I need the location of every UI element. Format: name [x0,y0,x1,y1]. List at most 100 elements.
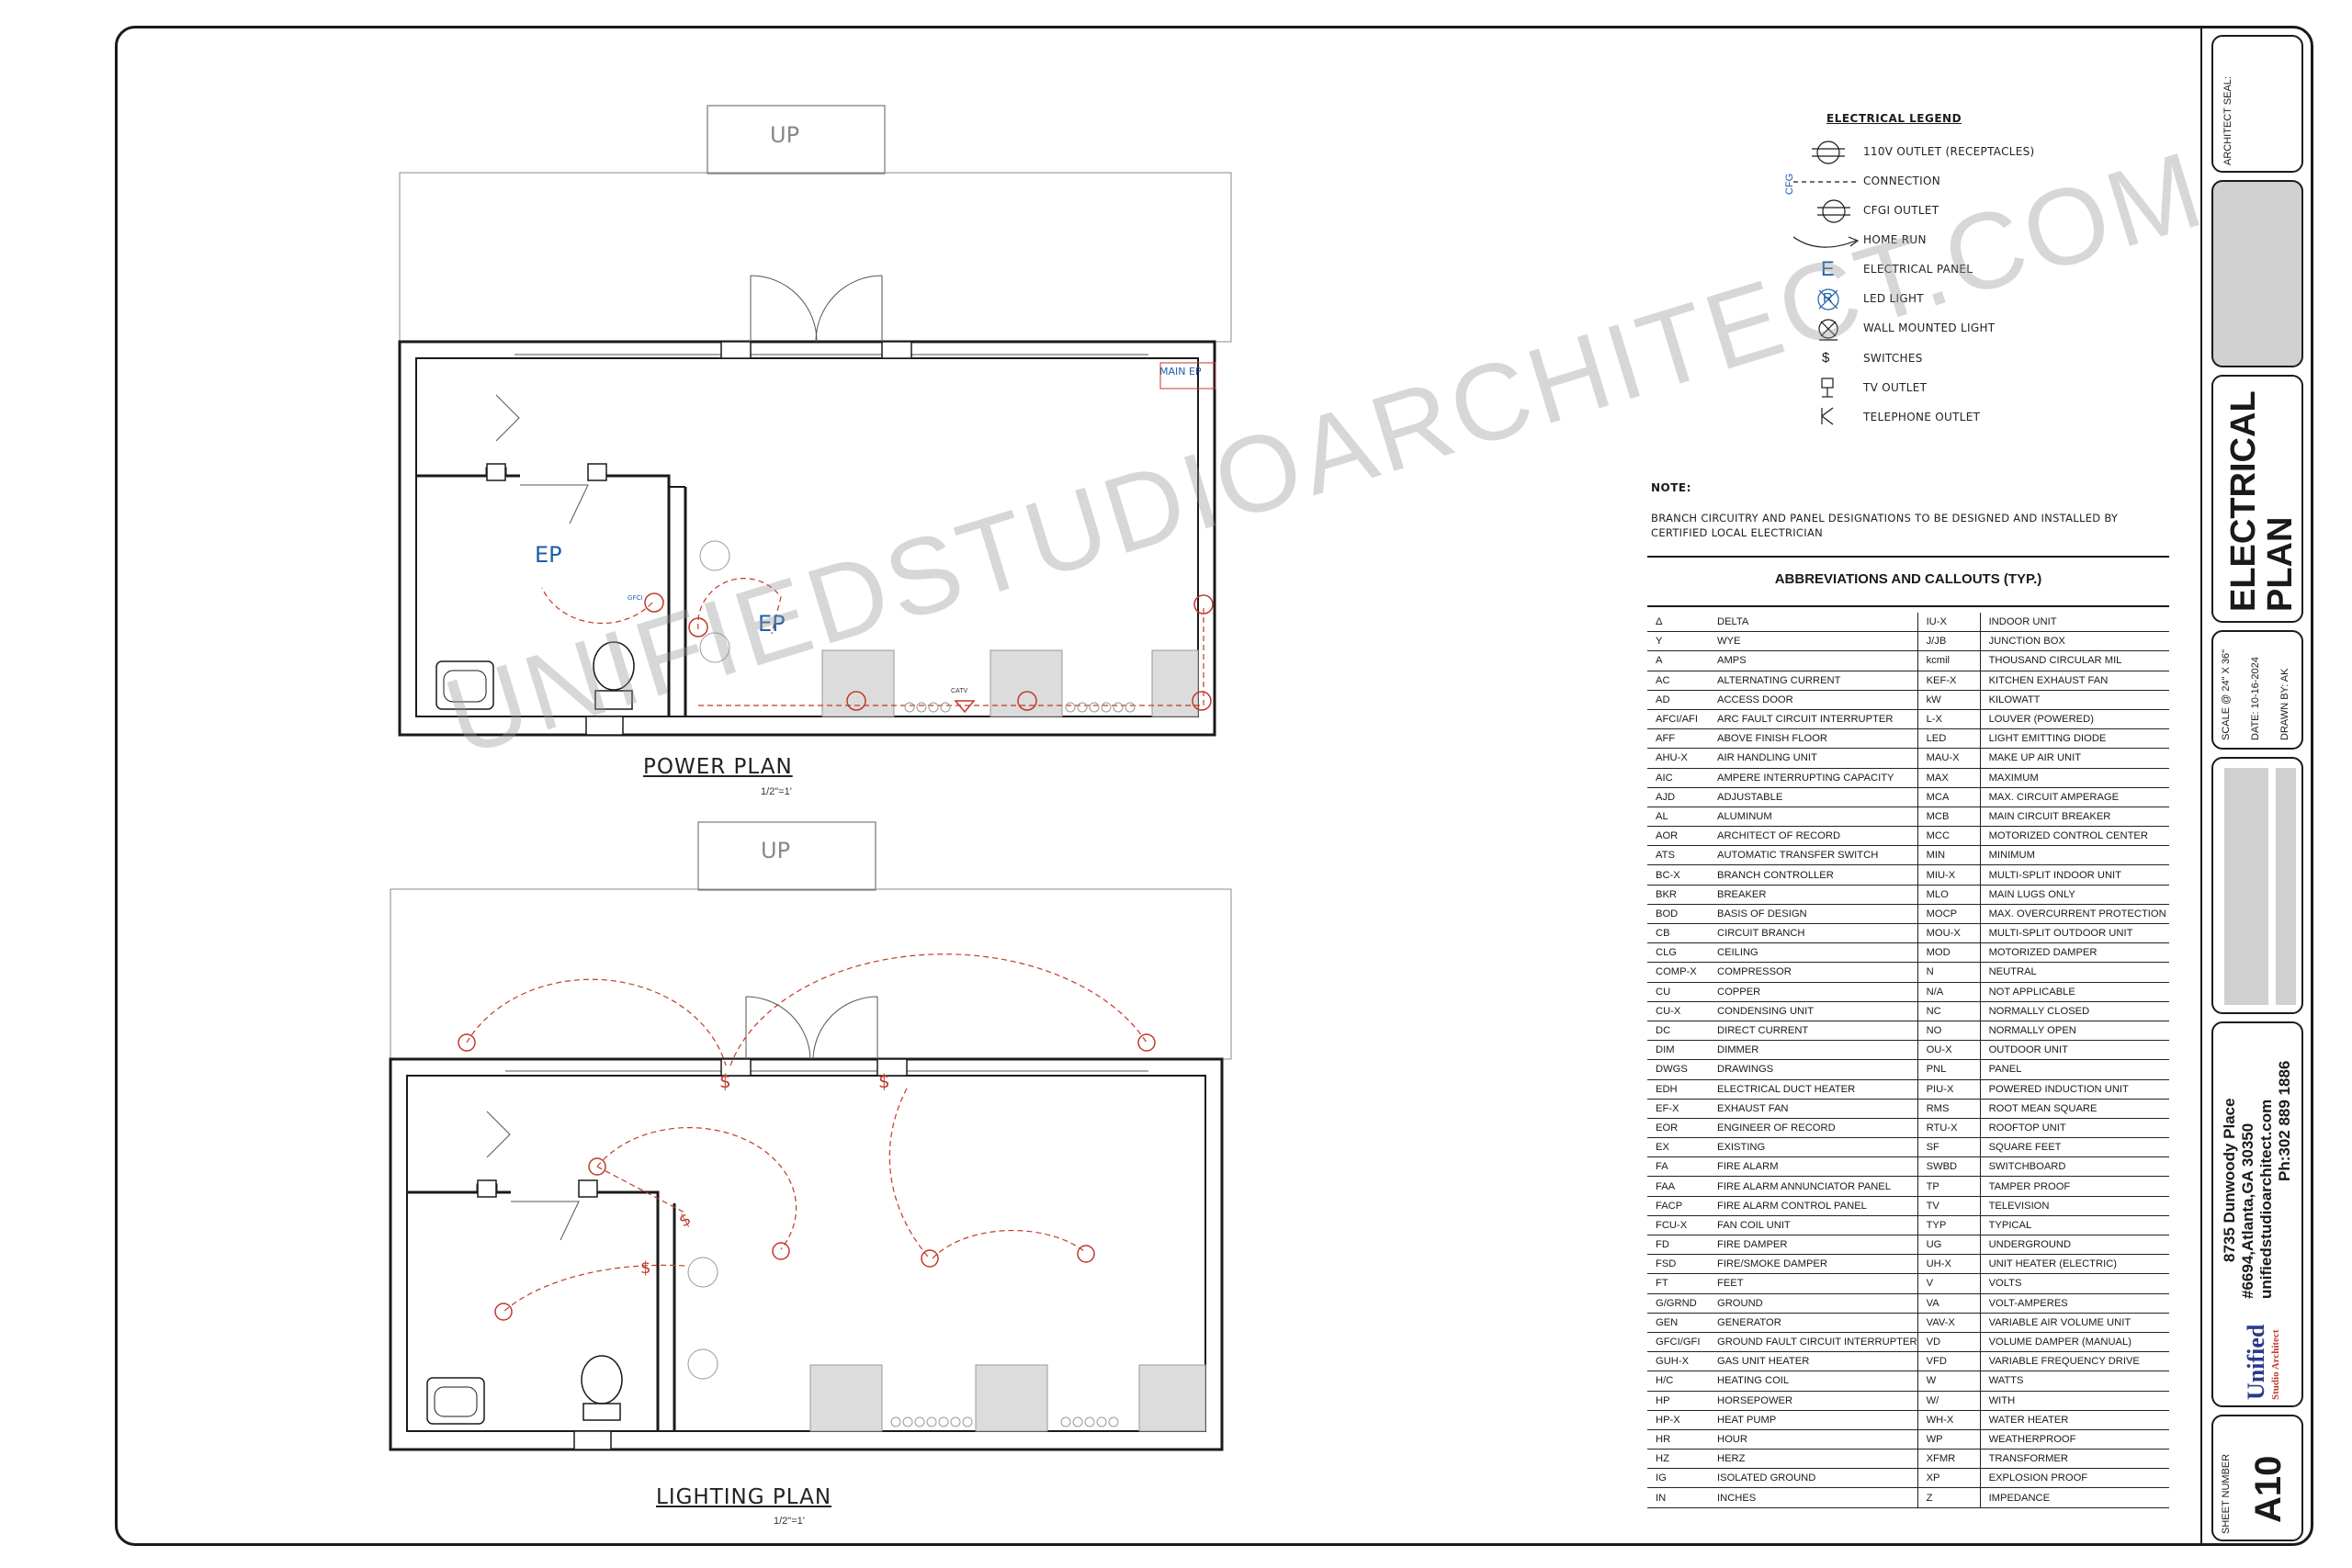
abbreviation-meaning: MINIMUM [1980,845,2169,866]
abbreviation-meaning: THOUSAND CIRCULAR MIL [1980,650,2169,671]
abbreviation-code: PIU-X [1917,1079,1981,1100]
abbreviation-meaning: GROUND FAULT CIRCUIT INTERRUPTER [1709,1332,1918,1353]
abbreviation-code: TV [1917,1196,1981,1216]
abbreviation-meaning: AMPERE INTERRUPTING CAPACITY [1709,768,1918,788]
abbreviation-meaning: FIRE ALARM CONTROL PANEL [1709,1196,1918,1216]
abbreviation-meaning: UNIT HEATER (ELECTRIC) [1980,1254,2169,1275]
abbreviation-code: CU [1647,982,1709,1002]
abbreviation-meaning: HEATING COIL [1709,1371,1918,1392]
abbreviation-code: MAX [1917,768,1981,788]
abbreviation-meaning: NORMALLY CLOSED [1980,1001,2169,1021]
abbreviation-meaning: COPPER [1709,982,1918,1002]
abbreviation-code: ATS [1647,845,1709,866]
abbreviation-meaning: WATTS [1980,1371,2169,1392]
main-ep-label: MAIN EP [1159,366,1202,378]
abbreviation-code: CLG [1647,942,1709,964]
abbreviation-meaning: NOT APPLICABLE [1980,982,2169,1002]
power-plan-scale: 1/2"=1' [761,786,792,797]
outlet-icon [1812,141,1845,164]
abbreviation-code: FCU-X [1647,1215,1709,1236]
abbreviation-code: AHU-X [1647,748,1709,769]
abbreviation-code: L-X [1917,709,1981,730]
abbreviation-meaning: NORMALLY OPEN [1980,1021,2169,1042]
abbreviation-code: A [1647,650,1709,671]
legend-label-connection: CONNECTION [1863,175,1941,187]
abbreviation-code: CU-X [1647,1001,1709,1021]
legend-label-switches: SWITCHES [1863,352,1923,365]
abbreviation-code: DWGS [1647,1059,1709,1080]
legend-label-gfci: CFGI OUTLET [1863,204,1939,217]
abbreviation-code: COMP-X [1647,962,1709,983]
abbreviation-meaning: TRANSFORMER [1980,1449,2169,1470]
abbreviation-code: AL [1647,807,1709,828]
abbreviation-code: V [1917,1273,1981,1294]
legend-label-outlet: 110V OUTLET (RECEPTACLES) [1863,145,2035,158]
abbreviation-meaning: DELTA [1709,613,1918,633]
abbreviation-code: AJD [1647,787,1709,807]
abbreviation-meaning: NEUTRAL [1980,962,2169,983]
telephone-outlet-icon [1821,407,1834,425]
abbreviation-code: AFCI/AFI [1647,709,1709,730]
abbreviation-meaning: HERZ [1709,1449,1918,1470]
abbreviation-meaning: LOUVER (POWERED) [1980,709,2169,730]
tv-outlet-icon [1821,378,1834,398]
abbreviation-meaning: MAXIMUM [1980,768,2169,788]
abbreviation-code: AD [1647,690,1709,710]
abbreviation-meaning: KILOWATT [1980,690,2169,710]
abbreviation-code: W/ [1917,1391,1981,1411]
abbreviation-code: VAV-X [1917,1313,1981,1333]
abbreviation-code: MCA [1917,787,1981,807]
abbreviation-code: XFMR [1917,1449,1981,1470]
lighting-plan-scale: 1/2"=1' [774,1516,805,1527]
abbreviation-code: EDH [1647,1079,1709,1100]
abbreviation-meaning: MAIN LUGS ONLY [1980,885,2169,905]
abbreviation-meaning: MAKE UP AIR UNIT [1980,748,2169,769]
abbreviation-code: BKR [1647,885,1709,905]
abbreviation-meaning: GENERATOR [1709,1313,1918,1333]
stamp-placeholder-2 [2276,768,2296,1005]
abbreviation-meaning: VOLUME DAMPER (MANUAL) [1980,1332,2169,1353]
abbreviation-code: CB [1647,923,1709,944]
abbreviation-meaning: TAMPER PROOF [1980,1176,2169,1197]
sheet-number-box: SHEET NUMBER A10 [2211,1415,2303,1541]
abbreviation-code: DIM [1647,1040,1709,1061]
architect-seal-box: ARCHITECT SEAL: [2211,35,2303,173]
abbreviation-code: IU-X [1917,613,1981,633]
abbreviation-meaning: DIRECT CURRENT [1709,1021,1918,1042]
abbreviation-code: MAU-X [1917,748,1981,769]
abbreviations-title: ABBREVIATIONS AND CALLOUTS (TYP.) [1647,556,2169,607]
abbreviation-code: VA [1917,1293,1981,1314]
abbreviation-code: FSD [1647,1254,1709,1275]
abbreviation-meaning: MOTORIZED CONTROL CENTER [1980,826,2169,847]
abbreviation-meaning: GROUND [1709,1293,1918,1314]
abbreviation-code: EX [1647,1137,1709,1158]
abbreviation-meaning: ALUMINUM [1709,807,1918,828]
legend-symbols [1792,141,1860,425]
abbreviation-meaning: MAIN CIRCUIT BREAKER [1980,807,2169,828]
abbreviation-meaning: JUNCTION BOX [1980,631,2169,652]
abbreviation-code: kcmil [1917,650,1981,671]
abbreviation-meaning: ROOT MEAN SQUARE [1980,1099,2169,1119]
electrical-panel-icon: E [1821,257,1835,280]
phone: Ph:302 889 1886 [2276,1060,2293,1181]
abbreviation-meaning: FIRE DAMPER [1709,1235,1918,1256]
abbreviation-meaning: EXHAUST FAN [1709,1099,1918,1119]
legend-label-led: LED LIGHT [1863,292,1924,305]
abbreviation-code: VD [1917,1332,1981,1353]
abbreviation-meaning: ADJUSTABLE [1709,787,1918,807]
sheet-date: DATE: 10-16-2024 [2250,657,2261,740]
switch-icon: $ [1822,350,1830,366]
